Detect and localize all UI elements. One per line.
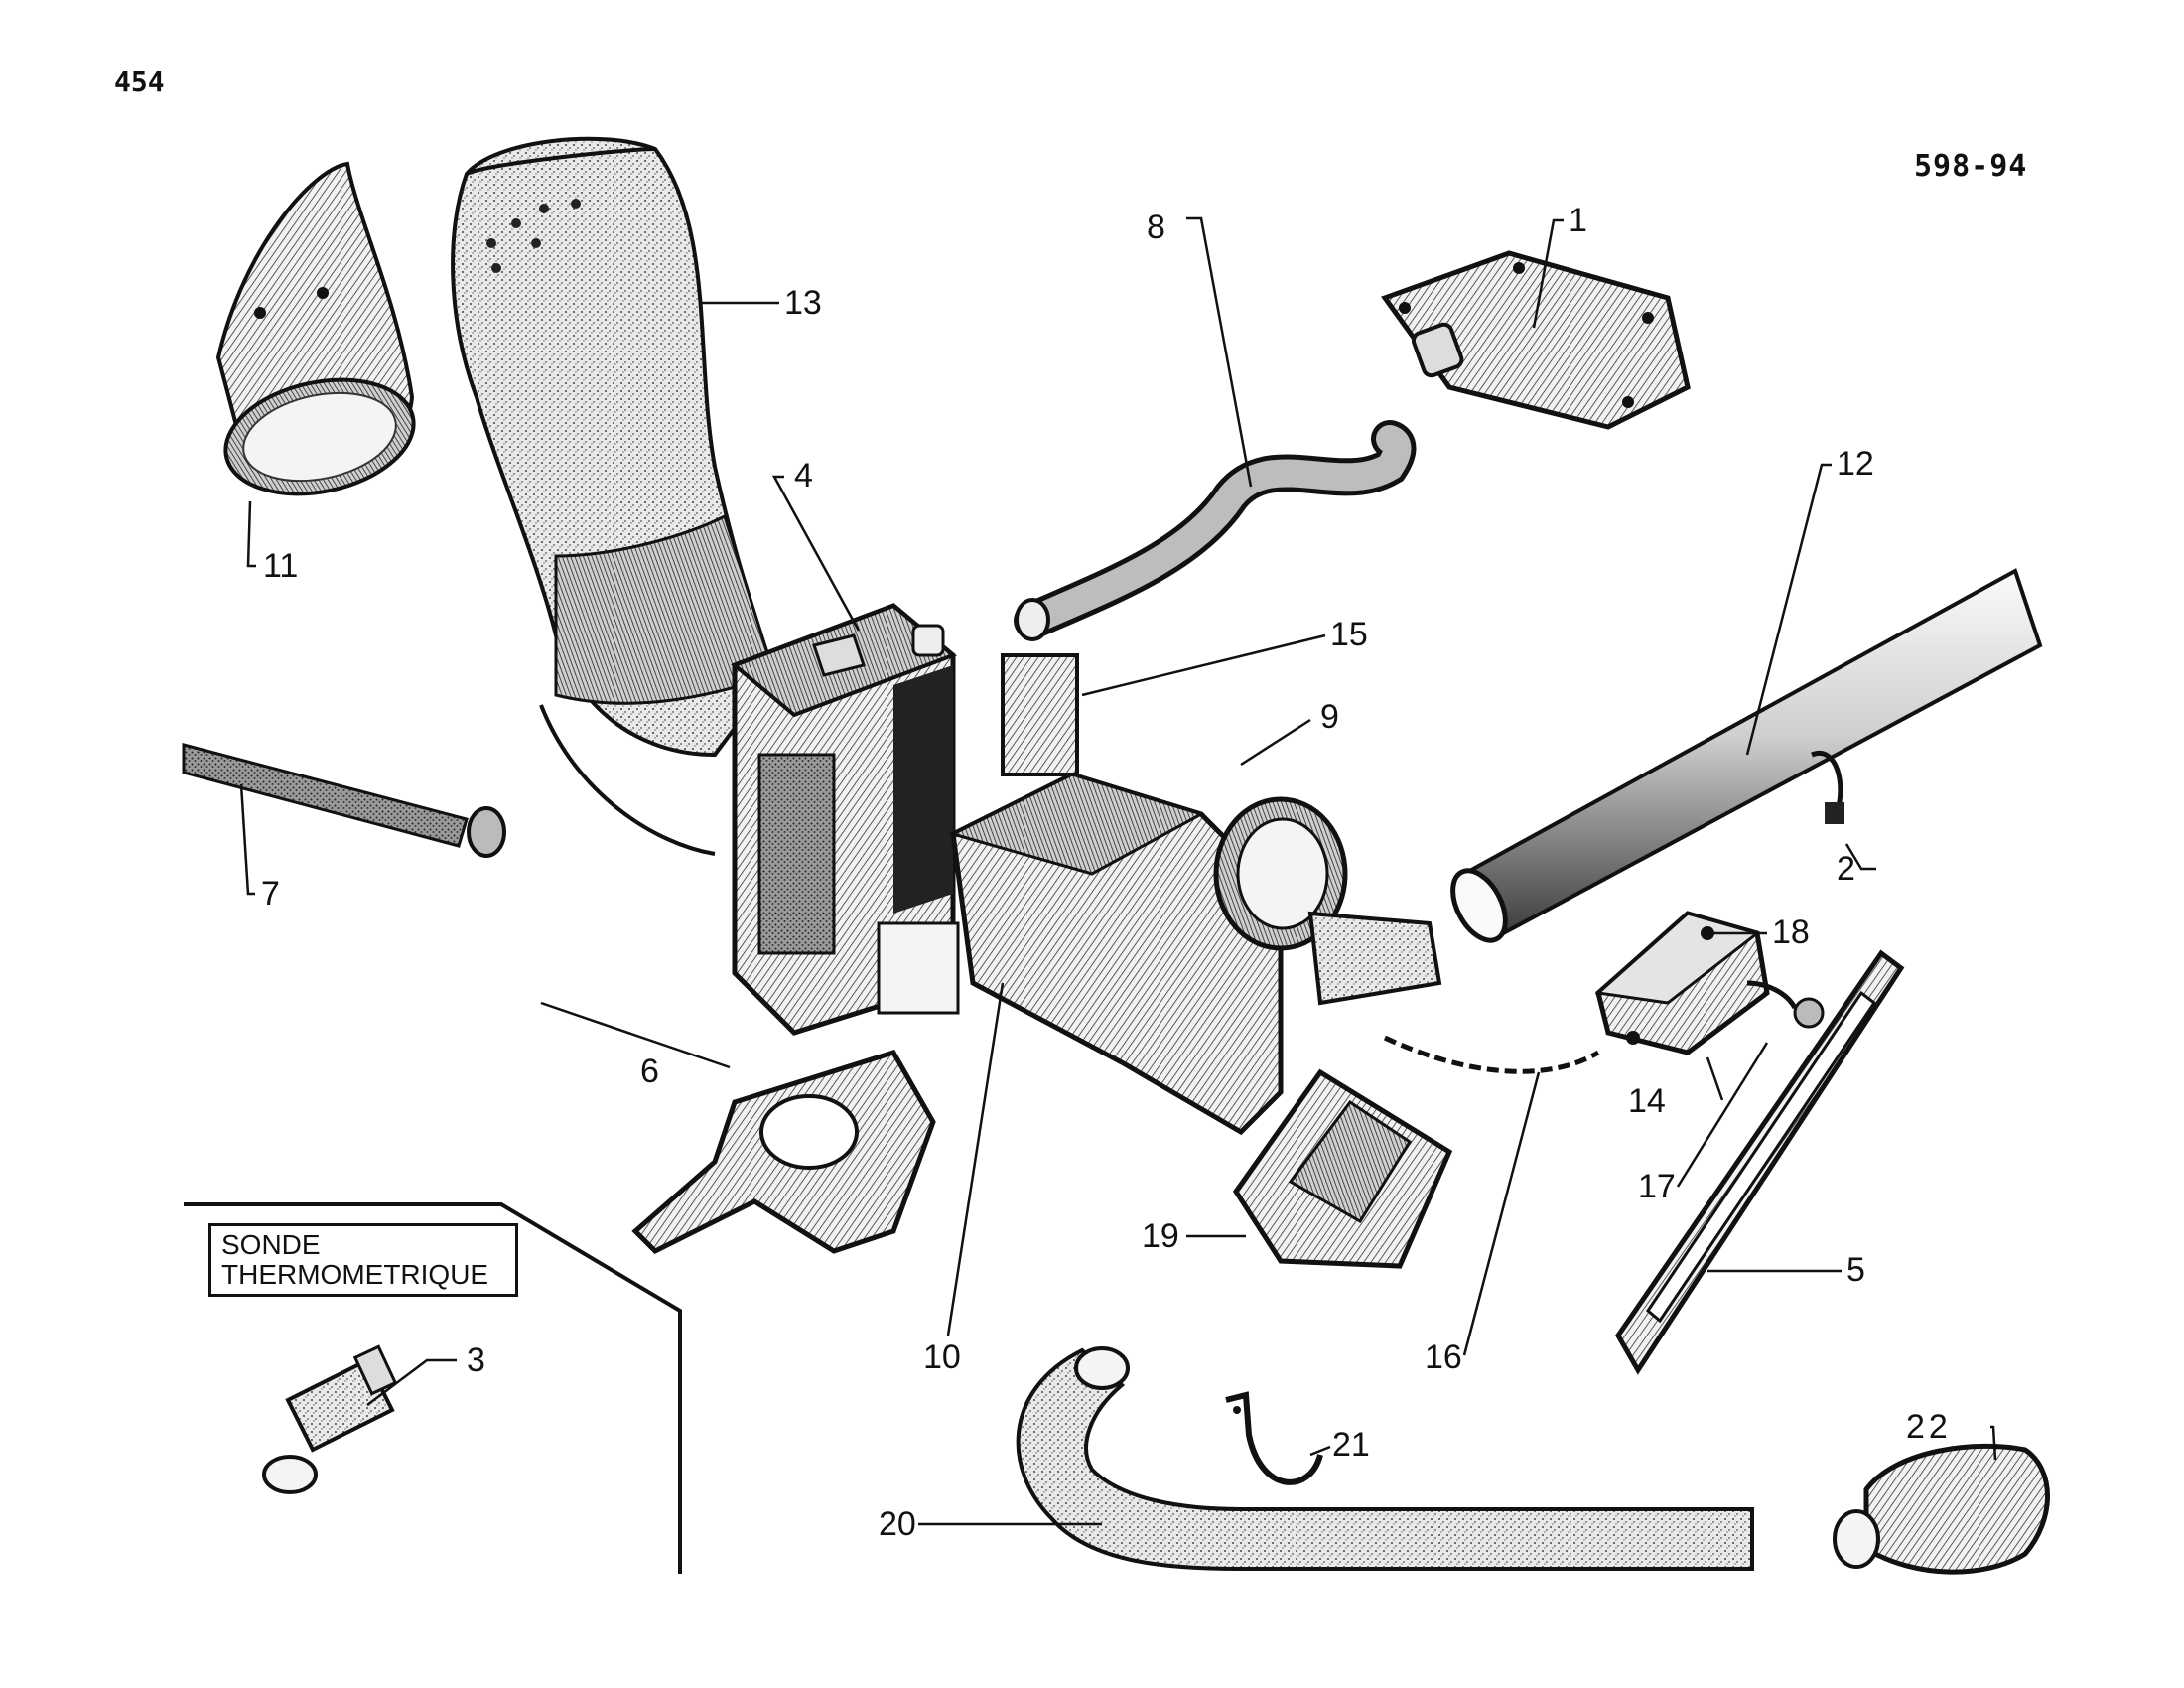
callout-13: 13: [784, 284, 822, 322]
part-6-bracket: [631, 1050, 936, 1255]
part-18-switch: [1383, 911, 1825, 1074]
callout-12: 12: [1837, 445, 1874, 483]
callout-14: 14: [1628, 1082, 1666, 1120]
part-13-duct: [451, 136, 777, 856]
part-1-plate: [1381, 250, 1691, 430]
part-20-pipe: [1016, 1346, 1754, 1571]
callout-8: 8: [1147, 209, 1165, 246]
part-5-grille: [1615, 949, 1905, 1375]
part-21-clip: [1225, 1391, 1323, 1485]
callout-19: 19: [1142, 1217, 1179, 1255]
callout-10: 10: [923, 1338, 961, 1376]
leader-lines: [239, 216, 1997, 1526]
part-10-duct-assembly: [877, 653, 1442, 1136]
inset-label: SONDE THERMOMETRIQUE: [208, 1223, 518, 1297]
part-11-sleeve: [215, 161, 416, 496]
plate-reference: 598-94: [1914, 149, 2028, 184]
callout-6: 6: [640, 1053, 659, 1090]
part-22-nozzle: [1833, 1443, 2050, 1575]
inset-label-line2: THERMOMETRIQUE: [221, 1259, 489, 1290]
callout-3: 3: [467, 1341, 485, 1379]
inset-border: [184, 1202, 682, 1574]
callout-16: 16: [1425, 1338, 1462, 1376]
callout-11: 11: [263, 547, 299, 585]
part-7-rod: [182, 743, 506, 858]
callout-22: 22: [1906, 1408, 1952, 1446]
callout-1: 1: [1569, 202, 1587, 239]
callout-7: 7: [261, 875, 280, 913]
callout-5: 5: [1846, 1251, 1865, 1289]
callout-4: 4: [794, 457, 813, 494]
part-12-tube: [1450, 568, 2043, 943]
callout-21: 21: [1332, 1426, 1370, 1464]
part-8-hose: [1014, 420, 1417, 641]
part-19-box: [1232, 1068, 1453, 1269]
callout-18: 18: [1772, 914, 1810, 951]
callout-15: 15: [1330, 616, 1368, 653]
callout-17: 17: [1638, 1168, 1676, 1205]
callout-9: 9: [1320, 698, 1339, 736]
callout-20: 20: [879, 1505, 916, 1543]
page-number: 454: [114, 66, 165, 98]
part-4-heater-box: [731, 603, 957, 1036]
inset-label-line1: SONDE: [221, 1229, 321, 1260]
part-3-sensor: [262, 1344, 398, 1494]
callout-2: 2: [1837, 850, 1855, 888]
